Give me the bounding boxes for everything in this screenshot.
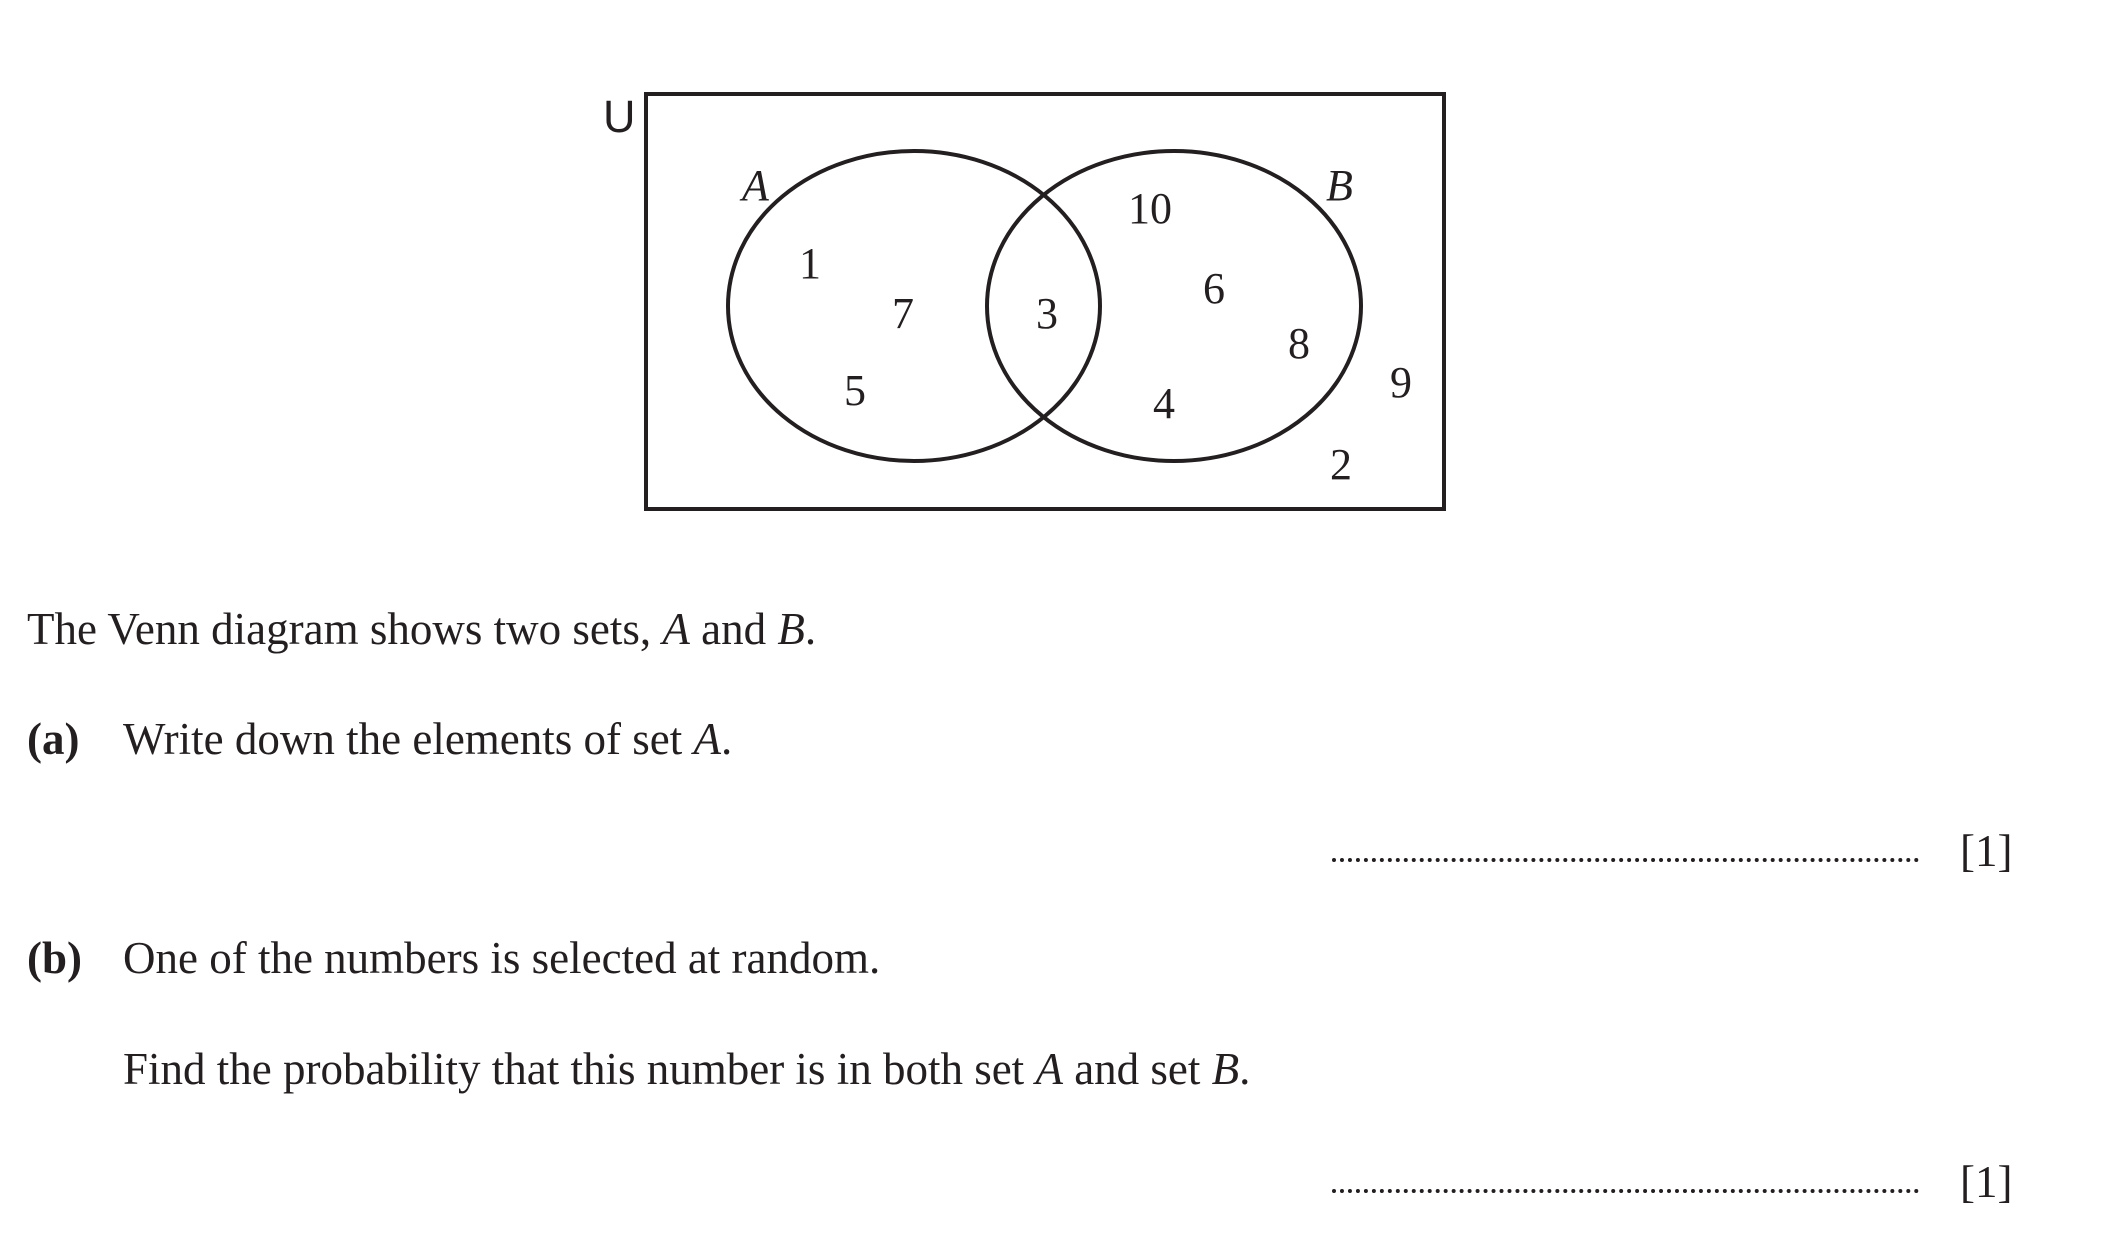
set-a-circle — [726, 149, 1102, 463]
part-b-find-set-a: A — [1035, 1044, 1063, 1094]
intro-and: and — [689, 604, 778, 654]
part-b-find-end: . — [1239, 1044, 1251, 1094]
element-a-only: 7 — [892, 289, 914, 338]
element-a-only: 1 — [799, 239, 821, 288]
element-intersection: 3 — [1036, 289, 1058, 338]
intro-end: . — [804, 604, 817, 654]
part-b-label: (b) — [27, 933, 82, 983]
part-a-text: Write down the elements of set — [123, 714, 694, 764]
part-a-label: (a) — [27, 714, 80, 764]
set-b-label: B — [1326, 161, 1353, 210]
part-a-end: . — [721, 714, 733, 764]
intro-text: The Venn diagram shows two sets, — [27, 604, 663, 654]
part-a-question: (a) Write down the elements of set A. — [27, 711, 732, 767]
element-b-only: 6 — [1203, 264, 1225, 313]
part-b-find: Find the probability that this number is… — [123, 1041, 1250, 1097]
part-a-set: A — [693, 714, 722, 764]
element-a-only: 5 — [844, 366, 866, 415]
element-b-only: 10 — [1128, 184, 1172, 233]
part-a-marks: [1] — [1960, 826, 2013, 876]
element-outside: 2 — [1330, 440, 1352, 489]
part-b-question: (b) One of the numbers is selected at ran… — [27, 930, 880, 986]
element-b-only: 4 — [1153, 379, 1175, 428]
answer-line-b[interactable] — [1332, 1189, 1919, 1193]
element-outside: 9 — [1390, 358, 1412, 407]
question-intro: The Venn diagram shows two sets, A and B… — [27, 601, 816, 657]
part-b-find-and: and set — [1062, 1044, 1212, 1094]
universal-set-box — [644, 92, 1446, 511]
universal-set-label: U — [603, 91, 636, 142]
intro-set-a: A — [662, 604, 690, 654]
part-b-find-set-b: B — [1211, 1044, 1240, 1094]
part-b-text: One of the numbers is selected at random… — [123, 933, 881, 983]
part-b-marks: [1] — [1960, 1157, 2013, 1207]
set-b-circle — [985, 149, 1363, 463]
venn-diagram: U A B 1 7 5 3 10 6 8 4 9 2 — [603, 91, 1446, 511]
intro-set-b: B — [777, 604, 805, 654]
answer-line-a[interactable] — [1332, 858, 1919, 862]
part-b-find-text: Find the probability that this number is… — [123, 1044, 1036, 1094]
set-a-label: A — [739, 161, 770, 210]
element-b-only: 8 — [1288, 319, 1310, 368]
